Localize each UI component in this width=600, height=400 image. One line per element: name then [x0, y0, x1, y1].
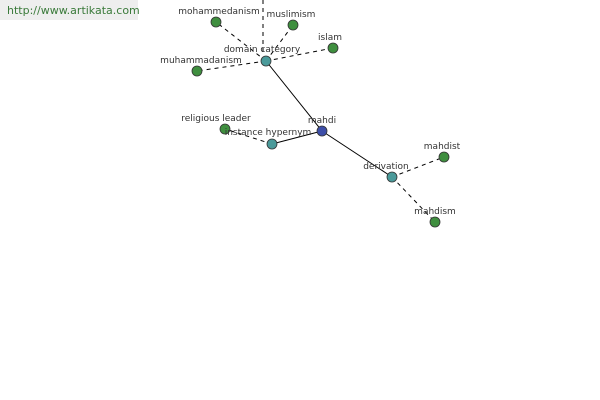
- watermark-box: http://www.artikata.com: [0, 0, 140, 20]
- leaf-node-mahdism[interactable]: [429, 216, 441, 228]
- leaf-node-religious-leader[interactable]: [219, 123, 231, 135]
- watermark-url[interactable]: http://www.artikata.com: [7, 4, 140, 17]
- graph-labels: domain category instance hypernym derivati…: [160, 7, 460, 217]
- leaf-label-mohammedanism[interactable]: mohammedanism: [178, 7, 259, 17]
- relation-node-instance-hypernym[interactable]: [266, 138, 278, 150]
- edge-domain-category-muhammadanism: [196, 60, 267, 72]
- edge-mahdi-instance-hypernym: [271, 130, 323, 145]
- edge-derivation-mahdist: [391, 156, 445, 178]
- relation-label-instance-hypernym[interactable]: instance hypernym: [225, 128, 312, 138]
- leaf-node-mohammedanism[interactable]: [210, 16, 222, 28]
- edge-mahdi-domain-category: [265, 60, 323, 132]
- leaf-label-mahdism[interactable]: mahdism: [414, 207, 456, 217]
- leaf-label-muslimism[interactable]: muslimism: [267, 10, 316, 20]
- leaf-node-muslimism[interactable]: [287, 19, 299, 31]
- leaf-node-muhammadanism[interactable]: [191, 65, 203, 77]
- relation-node-domain-category[interactable]: [260, 55, 272, 67]
- relation-label-derivation[interactable]: derivation: [363, 162, 409, 172]
- edge-mahdi-derivation: [321, 130, 393, 178]
- leaf-node-islam[interactable]: [327, 42, 339, 54]
- edge-derivation-mahdism: [391, 176, 436, 223]
- leaf-label-religious-leader[interactable]: religious leader: [181, 114, 251, 124]
- graph-edges: [196, 0, 445, 223]
- center-node-mahdi[interactable]: [316, 125, 328, 137]
- edge-domain-category-islam: [265, 47, 334, 62]
- graph-nodes: [191, 16, 450, 228]
- leaf-node-mahdist[interactable]: [438, 151, 450, 163]
- center-label-mahdi[interactable]: mahdi: [308, 116, 336, 126]
- edge-domain-category-mohammedanism: [215, 21, 267, 62]
- leaf-label-mahdist[interactable]: mahdist: [424, 142, 461, 152]
- leaf-label-islam[interactable]: islam: [318, 33, 342, 43]
- edge-domain-category-muslimism: [265, 24, 294, 62]
- relation-label-domain-category[interactable]: domain category: [224, 45, 301, 55]
- relation-node-derivation[interactable]: [386, 171, 398, 183]
- leaf-label-muhammadanism[interactable]: muhammadanism: [160, 56, 242, 66]
- edge-instance-hypernym-religious-leader: [224, 128, 273, 145]
